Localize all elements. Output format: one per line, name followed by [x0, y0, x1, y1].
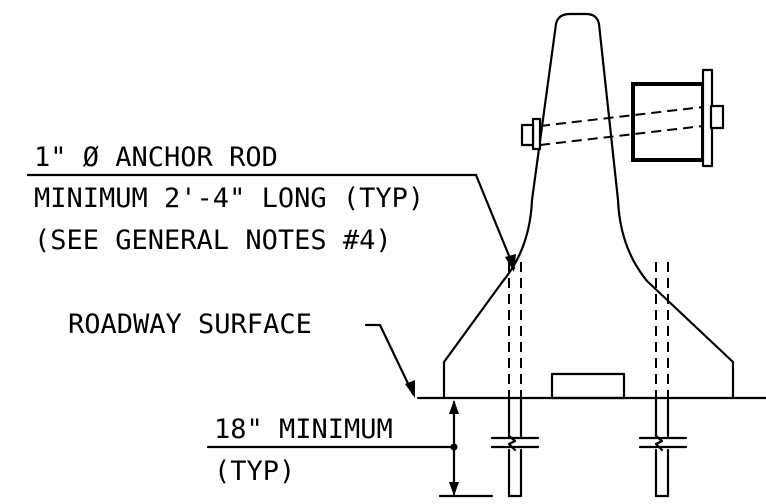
- depth-arrow-top: [449, 400, 459, 414]
- anchor-rod-note-line3: (SEE GENERAL NOTES #4): [34, 225, 392, 256]
- depth-dimension-dot: [450, 443, 458, 451]
- bolt-dashed-bottom: [539, 125, 704, 146]
- anchor-rod-leader: [474, 173, 516, 270]
- anchor-rod-leader-arrow: [505, 254, 516, 272]
- anchor-rod-note-line1: 1" Ø ANCHOR ROD: [34, 142, 278, 173]
- anchor-rod-note-line2: MINIMUM 2'-4" LONG (TYP): [34, 183, 424, 214]
- bolt-head-left: [520, 123, 535, 147]
- break-left-zigzag: [507, 434, 517, 452]
- mounting-block: [631, 82, 705, 162]
- barrier-profile: [442, 12, 735, 400]
- roadway-surface-leader-arrow: [405, 380, 415, 398]
- roadway-surface-leader: [364, 323, 415, 396]
- roadway-surface-note: ROADWAY SURFACE: [68, 309, 312, 340]
- bolt-head-right: [709, 104, 725, 130]
- depth-arrow-bottom: [449, 482, 459, 496]
- depth-note-line1: 18" MINIMUM: [214, 414, 393, 445]
- base-recess: [550, 372, 626, 400]
- depth-note-line2: (TYP): [214, 456, 295, 487]
- bolt-dashed-top: [539, 106, 704, 127]
- break-right-zigzag: [654, 434, 664, 452]
